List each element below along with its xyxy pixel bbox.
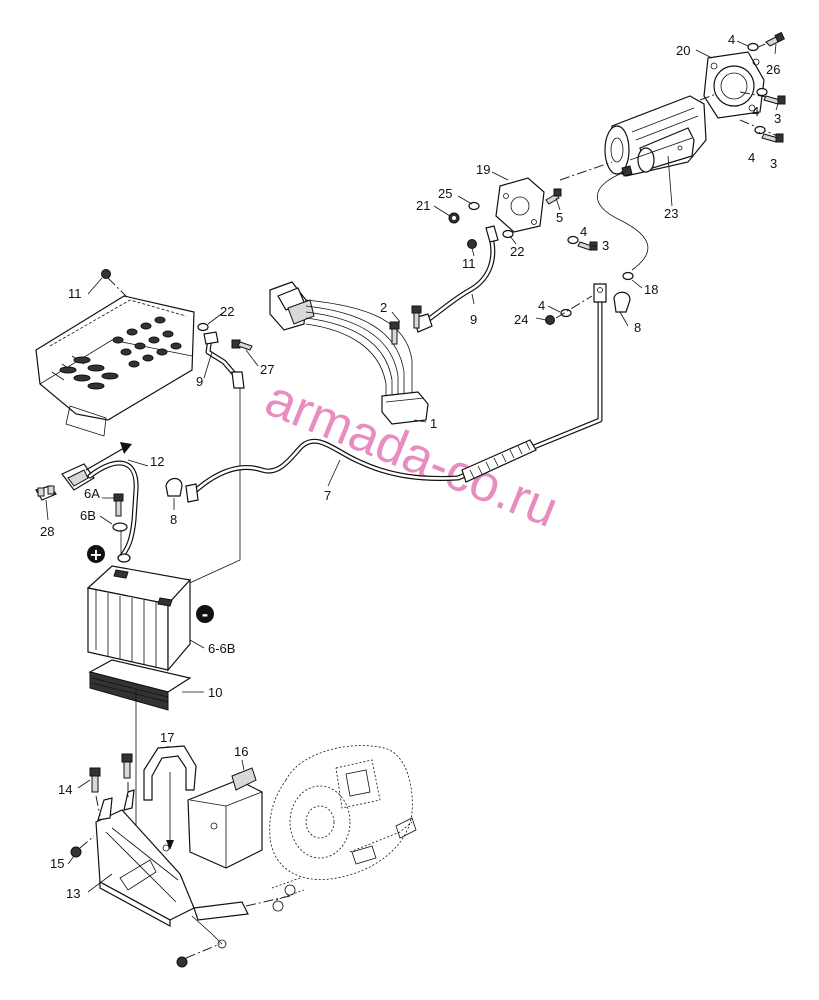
callout-label: 14 [58,782,72,797]
callout-labels: 20 4 26 4 3 4 3 23 19 25 21 5 4 3 22 11 … [40,32,781,901]
svg-text:+: + [89,545,102,564]
fuse-slots [59,316,182,390]
nut [101,269,111,279]
wiring-harness [305,299,429,425]
callout-label: 24 [514,312,528,327]
engine-cover [269,745,417,912]
screw [411,305,422,329]
callout-label: 10 [208,685,222,700]
leader-lines [45,40,779,893]
washer [560,308,572,318]
callout-label: 11 [68,286,82,301]
callout-label: 2 [380,300,387,315]
bolt [763,95,786,105]
nut [467,239,477,249]
bolt [545,188,562,205]
bolt [231,339,253,351]
washer [468,201,480,211]
callout-label: 26 [766,62,780,77]
callout-label: 7 [324,488,331,503]
nut [448,212,460,224]
negative-terminal-symbol: - [196,605,214,624]
callout-label: 4 [538,298,545,313]
battery [86,565,192,672]
washer [112,522,128,532]
callout-label: 13 [66,886,80,901]
battery-tray [95,789,249,928]
callout-label: 17 [160,730,174,745]
terminal-cover [613,291,631,313]
battery-mat [88,659,192,711]
battery-strap [143,745,197,801]
fuse-box-cover [35,295,195,437]
callout-label: 27 [260,362,274,377]
callout-label: 11 [462,256,476,271]
washer [502,229,514,239]
callout-label: 19 [476,162,490,177]
bolt [121,753,133,779]
main-power-cable [185,283,607,503]
callout-label: 6-6B [208,641,235,656]
callout-label: 4 [752,104,759,119]
callout-label: 28 [40,524,54,539]
positive-terminal-symbol: + [87,545,105,564]
blade-fuse [35,485,57,501]
callout-label: 4 [728,32,735,47]
callout-label: 22 [220,304,234,319]
callout-label: 9 [470,312,477,327]
washer [622,271,634,281]
callout-label: 16 [234,744,248,759]
callout-label: 22 [510,244,524,259]
washer [747,42,759,52]
callout-label: 3 [770,156,777,171]
callout-label: 4 [748,150,755,165]
bolt [89,767,101,793]
callout-label: 9 [196,374,203,389]
bolt [113,493,124,517]
callout-label: 6A [84,486,100,501]
callout-label: 8 [634,320,641,335]
callout-label: 6B [80,508,96,523]
washer [197,322,209,332]
callout-label: 20 [676,43,690,58]
callout-label: 1 [430,416,437,431]
washer [567,235,579,245]
bolt [765,31,785,47]
nut [176,956,188,968]
callout-label: 4 [580,224,587,239]
starter-mounting-plate [703,51,765,119]
fuse-connector [61,463,95,491]
ring-terminal [117,553,131,563]
battery-cover [187,767,263,869]
bolt [761,133,784,143]
callout-label: 8 [170,512,177,527]
washer [756,87,768,97]
callout-label: 18 [644,282,658,297]
callout-label: 25 [438,186,452,201]
starter-motor [604,95,707,177]
callout-label: 3 [602,238,609,253]
nut [70,846,82,858]
callout-label: 15 [50,856,64,871]
svg-text:-: - [202,605,209,624]
washer [754,125,766,135]
nut [545,315,555,325]
callout-label: 5 [556,210,563,225]
harness-connector [269,281,315,331]
callout-label: 12 [150,454,164,469]
callout-label: 3 [774,111,781,126]
relay-bracket [495,177,545,233]
terminal-cover [165,477,183,497]
screw [389,321,400,345]
callout-label: 23 [664,206,678,221]
callout-label: 21 [416,198,430,213]
